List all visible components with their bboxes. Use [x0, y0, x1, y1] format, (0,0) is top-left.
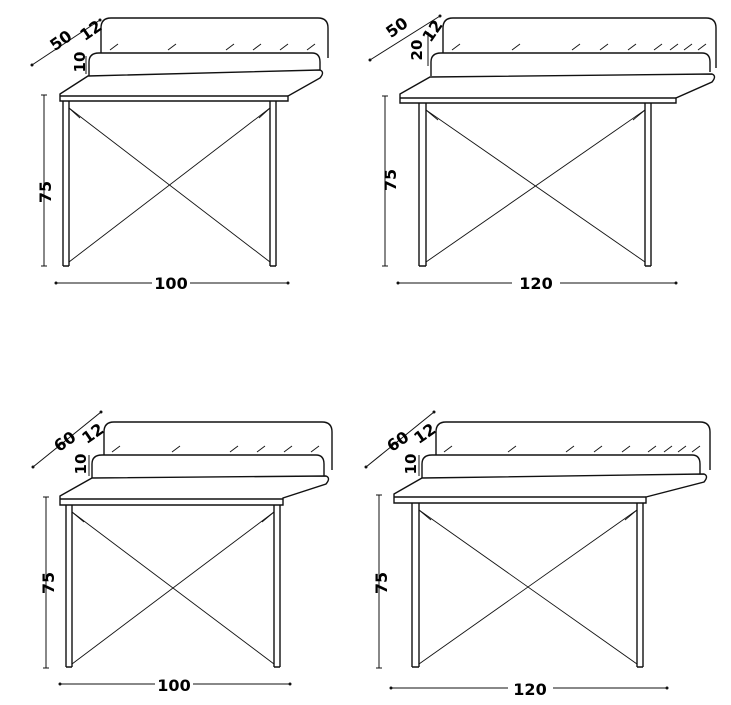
legs: [65, 505, 281, 668]
depth-label: 50: [382, 13, 411, 41]
height-dimension-line: [382, 95, 388, 267]
desktop-surface: [399, 73, 716, 104]
width-label: 100: [154, 274, 187, 293]
height-label: 75: [39, 572, 58, 594]
depth-dimension-line: [31, 19, 101, 66]
desk-variant-1: 75 100 50 12 10: [30, 16, 329, 293]
front-riser: [91, 454, 325, 478]
cross-brace: [418, 509, 638, 665]
depth-label: 50: [46, 26, 75, 54]
front-riser: [88, 52, 321, 76]
height-dimension-line: [41, 94, 47, 267]
rise-height-label: 10: [71, 52, 89, 73]
desk-variant-4: 75 120 60 12 10: [364, 410, 711, 699]
cross-brace: [71, 511, 275, 665]
shelf-dividers: [111, 445, 320, 453]
cross-brace: [425, 109, 646, 263]
height-label: 75: [372, 572, 391, 594]
height-dimension-line: [43, 496, 49, 669]
rise-height-label: 10: [402, 454, 420, 475]
height-dimension-line: [376, 494, 382, 669]
height-label: 75: [36, 181, 55, 203]
shelf-height-label: 12: [78, 419, 107, 447]
depth-label: 60: [383, 427, 412, 455]
desktop-surface: [59, 69, 324, 102]
rise-height-label: 10: [72, 454, 90, 475]
desk-variant-3: 75 100 60 12 10: [31, 410, 333, 695]
desk-variant-2: 75 120 50 12 20: [368, 13, 717, 293]
width-label: 120: [519, 274, 552, 293]
shelf-height-label: 12: [410, 419, 439, 447]
depth-dimension-line: [365, 411, 435, 468]
shelf-dividers: [109, 43, 316, 51]
width-label: 120: [513, 680, 546, 699]
legs: [411, 503, 644, 668]
legs: [418, 103, 652, 267]
depth-dimension-line: [369, 15, 441, 61]
rise-height-label: 20: [408, 40, 426, 61]
cross-brace: [68, 107, 271, 263]
front-riser: [421, 454, 701, 478]
width-label: 100: [157, 676, 190, 695]
shelf-dividers: [443, 445, 701, 453]
front-riser: [430, 52, 711, 76]
desktop-surface: [393, 473, 708, 504]
height-label: 75: [381, 169, 400, 191]
legs: [62, 101, 277, 267]
depth-label: 60: [50, 427, 79, 455]
shelf-dividers: [451, 43, 707, 51]
desktop-surface: [59, 475, 330, 506]
depth-dimension-line: [32, 411, 102, 468]
